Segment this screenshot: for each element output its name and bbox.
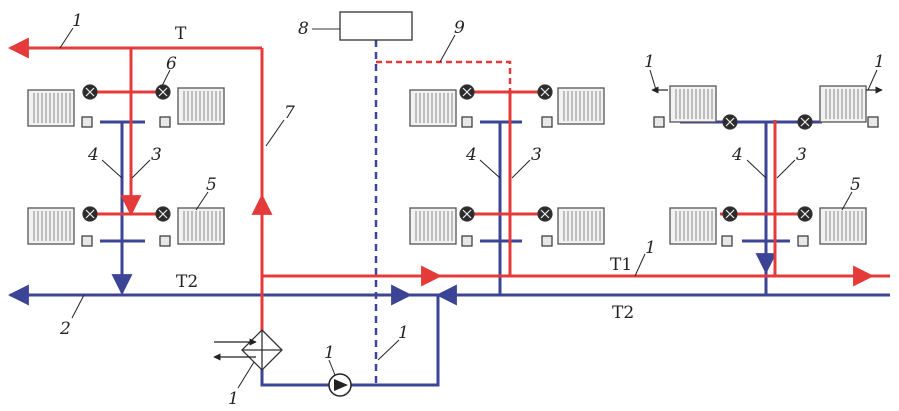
thermostatic-valve-icon [81,116,879,247]
radiator-icon [819,207,867,245]
label-8: 8 [298,19,309,39]
valve-icon [797,206,813,222]
return-pipes [7,120,890,387]
valve-icon [722,114,738,130]
label-t1: T1 [610,255,632,275]
label-6: 6 [166,54,177,74]
overflow-pipe-9 [376,60,512,90]
label-t2-right: T2 [612,303,634,323]
valve-icon [155,206,171,222]
valves [81,84,879,247]
valve-icon [459,206,475,222]
label-1-pump: 1 [324,343,335,363]
pump-icon [328,373,352,397]
valve-icon [155,84,171,100]
label-1-top-right-a: 1 [644,52,655,72]
valve-icon [722,206,738,222]
radiator-icon [409,207,457,245]
radiator-icon [557,87,605,125]
valve-icon [459,84,475,100]
label-1-exchanger: 1 [228,389,239,409]
label-t: T [175,24,187,44]
radiator-icon [557,207,605,245]
valve-icon [537,84,553,100]
label-4-right: 4 [731,145,743,165]
radiator-icon [27,207,75,245]
radiator-icon [27,89,75,127]
label-3-left: 3 [151,145,162,165]
label-5-right: 5 [850,175,861,195]
radiator-icon [669,85,717,123]
label-1-dashed: 1 [398,323,409,343]
label-4-left: 4 [87,145,99,165]
label-7: 7 [284,103,295,123]
radiators [27,85,867,245]
label-2: 2 [59,319,71,339]
leader-lines [59,27,878,389]
label-5-left: 5 [206,175,217,195]
valve-icon [797,114,813,130]
radiator-icon [177,207,225,245]
heat-exchanger-icon [241,329,283,371]
label-1-top-left: 1 [72,11,83,31]
radiator-icon [819,85,867,123]
radiator-icon [669,207,717,245]
label-4-center: 4 [465,145,477,165]
return-pump-loop [260,295,440,387]
label-1-top-right-b: 1 [874,52,885,72]
radiator-icon [409,89,457,127]
label-t2-left: T2 [176,272,198,292]
label-3-center: 3 [531,145,542,165]
expansion-tank-icon [339,11,413,41]
valve-icon [537,206,553,222]
label-1-t1: 1 [645,238,656,258]
label-3-right: 3 [796,145,807,165]
valve-icon [82,84,98,100]
label-9: 9 [454,18,465,38]
valve-icon [82,206,98,222]
radiator-icon [177,87,225,125]
supply-pipes [7,37,890,340]
